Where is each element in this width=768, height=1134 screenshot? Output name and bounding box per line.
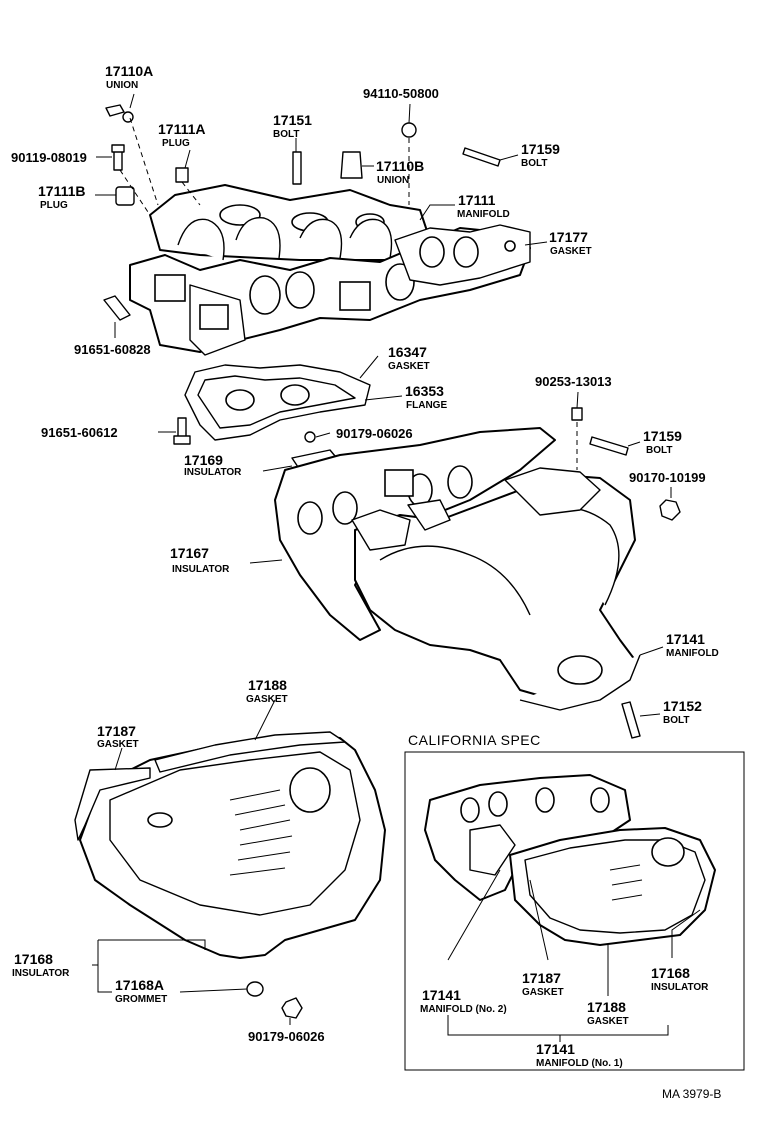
- part-name: BOLT: [273, 129, 299, 140]
- california-spec-box: [404, 751, 745, 1071]
- part-number: 16353: [405, 383, 444, 399]
- part-number: 17151: [273, 112, 312, 128]
- part-name: UNION: [106, 80, 138, 91]
- part-name: MANIFOLD (No. 2): [420, 1004, 507, 1015]
- mid-fasteners: [173, 407, 681, 521]
- part-number: 17141: [536, 1041, 575, 1057]
- part-name: BOLT: [646, 445, 672, 456]
- part-number: 17167: [170, 545, 209, 561]
- part-name: UNION: [377, 175, 409, 186]
- part-name: INSULATOR: [184, 467, 242, 478]
- california-spec-title: CALIFORNIA SPEC: [408, 732, 541, 748]
- part-name: PLUG: [162, 138, 190, 149]
- part-number: 16347: [388, 344, 427, 360]
- part-number: 17168A: [115, 977, 164, 993]
- part-number: 17159: [643, 428, 682, 444]
- part-number: 90253-13013: [535, 374, 612, 389]
- leader-lines: [92, 93, 701, 1042]
- part-number: 91651-60828: [74, 342, 151, 357]
- part-name: INSULATOR: [651, 982, 709, 993]
- part-name: BOLT: [521, 158, 547, 169]
- part-name: GASKET: [522, 987, 564, 998]
- part-number: 90170-10199: [629, 470, 706, 485]
- part-name: GASKET: [587, 1016, 629, 1027]
- diagram-code: MA 3979-B: [662, 1087, 721, 1101]
- intake-manifold-drawing: [129, 184, 531, 356]
- part-number: 17159: [521, 141, 560, 157]
- part-name: INSULATOR: [12, 968, 70, 979]
- part-number: 91651-60612: [41, 425, 118, 440]
- part-number: 17111A: [158, 121, 206, 137]
- part-name: PLUG: [40, 200, 68, 211]
- part-name: FLANGE: [406, 400, 447, 411]
- part-name: MANIFOLD: [457, 209, 510, 220]
- part-name: GASKET: [97, 739, 139, 750]
- part-number: 17168: [14, 951, 53, 967]
- part-number: 17187: [97, 723, 136, 739]
- exhaust-manifold-drawing: [274, 427, 641, 739]
- intake-fasteners: [103, 104, 501, 321]
- flange-gasket-drawing: [184, 364, 371, 441]
- part-number: 90179-06026: [248, 1029, 325, 1044]
- part-name: MANIFOLD (No. 1): [536, 1058, 623, 1069]
- part-number: 17177: [549, 229, 588, 245]
- part-number: 17169: [184, 452, 223, 468]
- part-number: 17110A: [105, 63, 153, 79]
- california-assembly-drawing: [424, 774, 716, 946]
- part-labels: 17110A UNION 17111A PLUG 90119-08019 171…: [11, 63, 719, 1044]
- insulator-assembly-drawing: [74, 731, 386, 1019]
- california-labels: CALIFORNIA SPEC 17187 GASKET 17168 INSUL…: [408, 732, 709, 1069]
- part-name: GROMMET: [115, 994, 167, 1005]
- part-number: 17111B: [38, 183, 86, 199]
- part-number: 17168: [651, 965, 690, 981]
- part-number: 90119-08019: [11, 150, 87, 165]
- part-number: 17187: [522, 970, 561, 986]
- part-number: 17141: [422, 987, 461, 1003]
- part-name: BOLT: [663, 715, 689, 726]
- part-number: 17141: [666, 631, 705, 647]
- part-name: GASKET: [246, 694, 288, 705]
- part-number: 17188: [248, 677, 287, 693]
- part-number: 94110-50800: [363, 86, 439, 101]
- part-number: 17152: [663, 698, 702, 714]
- part-name: GASKET: [550, 246, 592, 257]
- part-name: INSULATOR: [172, 564, 230, 575]
- part-number: 17110B: [376, 158, 424, 174]
- part-name: GASKET: [388, 361, 430, 372]
- part-number: 17188: [587, 999, 626, 1015]
- part-name: MANIFOLD: [666, 648, 719, 659]
- part-number: 90179-06026: [336, 426, 413, 441]
- part-number: 17111: [458, 192, 496, 208]
